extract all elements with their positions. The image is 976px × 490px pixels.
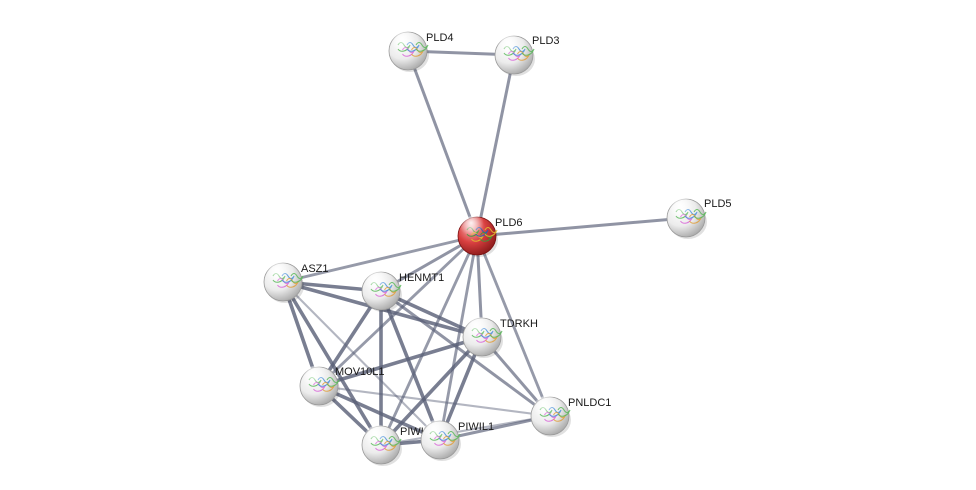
node-highlight [363, 424, 393, 454]
node-asz1[interactable]: ASZ1 [263, 261, 329, 303]
node-highlight [496, 34, 526, 64]
node-label-henmt1: HENMT1 [399, 272, 444, 284]
node-label-mov10l1: MOV10L1 [335, 366, 385, 378]
edge-mov10l1-piwil1[interactable] [317, 384, 442, 442]
node-mov10l1[interactable]: MOV10L1 [299, 365, 385, 407]
node-highlight [363, 270, 393, 300]
node-pld4[interactable]: PLD4 [388, 30, 454, 72]
node-highlight [422, 419, 452, 449]
edge-pld3-pld6[interactable] [475, 53, 516, 238]
edge-pld6-piwil1[interactable] [438, 234, 479, 442]
node-label-pld6: PLD6 [495, 217, 523, 229]
node-label-piwil1: PIWIL1 [458, 421, 494, 433]
node-piwil4[interactable]: PIWIL4 [361, 424, 436, 466]
node-pnldc1[interactable]: PNLDC1 [530, 395, 611, 437]
edge-pld6-pnldc1[interactable] [475, 234, 552, 418]
edge-mov10l1-pnldc1[interactable] [317, 384, 552, 418]
edge-tdrkh-mov10l1[interactable] [317, 335, 484, 388]
edge-henmt1-piwil1[interactable] [379, 289, 442, 442]
node-label-asz1: ASZ1 [301, 263, 329, 275]
node-pld3[interactable]: PLD3 [494, 34, 560, 76]
node-label-tdrkh: TDRKH [500, 318, 538, 330]
edge-pld6-pld5[interactable] [475, 216, 688, 238]
node-highlight [265, 261, 295, 291]
edge-pld4-pld6[interactable] [406, 49, 479, 238]
edge-asz1-piwil1[interactable] [281, 280, 442, 442]
node-label-pld4: PLD4 [426, 32, 454, 44]
node-label-pnldc1: PNLDC1 [568, 397, 611, 409]
node-tdrkh[interactable]: TDRKH [462, 316, 538, 358]
node-pld6[interactable]: PLD6 [457, 215, 523, 257]
node-label-pld3: PLD3 [532, 35, 560, 47]
edge-pld6-asz1[interactable] [281, 234, 479, 284]
edge-tdrkh-piwil4[interactable] [379, 335, 484, 447]
edge-pld6-piwil4[interactable] [379, 234, 479, 447]
node-highlight [459, 215, 489, 245]
node-piwil1[interactable]: PIWIL1 [420, 419, 494, 461]
node-pld5[interactable]: PLD5 [666, 197, 732, 239]
node-highlight [668, 197, 698, 227]
node-henmt1[interactable]: HENMT1 [361, 270, 444, 312]
node-highlight [532, 395, 562, 425]
edge-pld6-mov10l1[interactable] [317, 234, 479, 388]
node-highlight [301, 365, 331, 395]
node-highlight [464, 316, 494, 346]
node-highlight [390, 30, 420, 60]
node-label-pld5: PLD5 [704, 198, 732, 210]
